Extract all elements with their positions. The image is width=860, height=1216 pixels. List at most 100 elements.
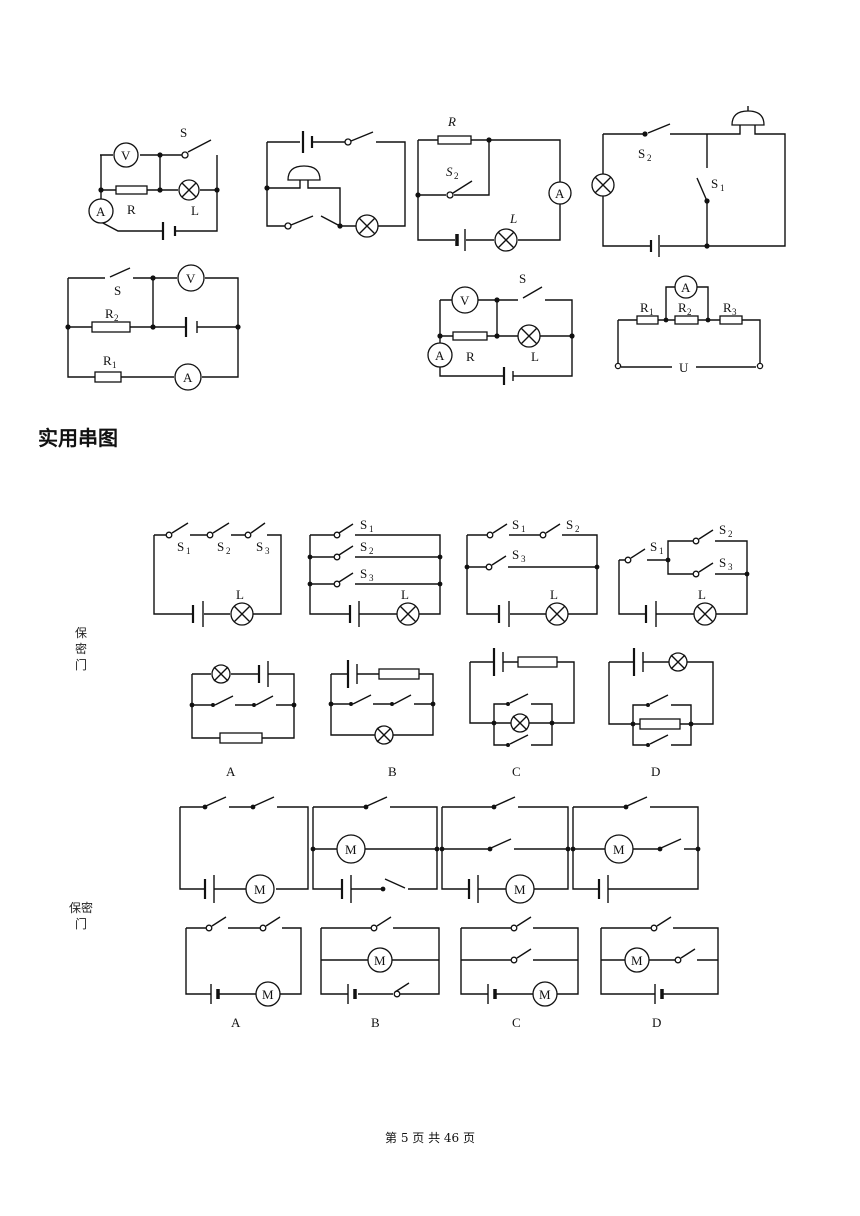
motor-option-b: M <box>320 916 440 1004</box>
motor-option-d: M <box>600 916 719 1004</box>
svg-text:S: S <box>512 517 519 532</box>
option-a-label: A <box>226 764 236 779</box>
svg-text:S: S <box>512 547 519 562</box>
label-r: R <box>466 349 475 364</box>
svg-text:1: 1 <box>186 546 191 556</box>
circuit-bell-lamp <box>264 131 406 238</box>
svg-text:1: 1 <box>720 183 725 193</box>
option-a-lamp-switches <box>189 661 297 744</box>
label-u: U <box>679 360 689 375</box>
svg-text:2: 2 <box>687 307 692 317</box>
option-d-battery-lamp-resistor <box>608 648 714 747</box>
svg-text:1: 1 <box>112 360 117 370</box>
svg-text:S: S <box>360 566 367 581</box>
svg-text:3: 3 <box>521 554 526 564</box>
label-r2: R <box>105 306 114 321</box>
svg-text:L: L <box>698 587 706 602</box>
svg-text:2: 2 <box>454 171 459 181</box>
label-a: A <box>96 204 106 219</box>
svg-text:S: S <box>719 555 726 570</box>
side-label-1: 保 密 门 <box>74 626 87 672</box>
motor-option-c-label: C <box>512 1015 521 1030</box>
svg-text:1: 1 <box>649 307 654 317</box>
svg-text:M: M <box>539 987 551 1002</box>
motor-circuit-2: M <box>310 796 440 903</box>
label-a: A <box>681 280 691 295</box>
side-label-2: 保密 门 <box>68 901 93 931</box>
option-b-resistor-switches <box>328 660 436 745</box>
svg-text:2: 2 <box>575 524 580 534</box>
motor-option-c: M <box>460 916 579 1007</box>
svg-text:L: L <box>550 587 558 602</box>
svg-text:M: M <box>374 953 386 968</box>
label-a: A <box>435 348 445 363</box>
label-s2: S <box>446 164 453 179</box>
svg-text:M: M <box>254 882 266 897</box>
label-r3: R <box>723 300 732 315</box>
option-c-battery-resistor-lamp <box>469 648 575 747</box>
motor-circuit-1: M <box>179 796 309 904</box>
motor-circuit-3: M <box>439 796 571 904</box>
label-a: A <box>183 370 193 385</box>
label-r2: R <box>678 300 687 315</box>
circuit-r1-r2-r3-u: A R 1 R 2 R 3 U <box>614 275 764 375</box>
svg-text:3: 3 <box>369 573 374 583</box>
page-footer: 第 5 页 共 46 页 <box>385 1131 475 1145</box>
svg-text:S: S <box>650 539 657 554</box>
svg-text:3: 3 <box>265 546 270 556</box>
svg-text:M: M <box>514 882 526 897</box>
circuit-voltmeter-ammeter-lamp: V A S R L <box>88 125 220 240</box>
svg-text:M: M <box>262 987 274 1002</box>
svg-text:S: S <box>566 517 573 532</box>
label-s2: S <box>638 146 645 161</box>
svg-text:S: S <box>256 539 263 554</box>
svg-text:3: 3 <box>728 562 733 572</box>
label-r: R <box>447 114 456 129</box>
svg-text:2: 2 <box>369 546 374 556</box>
label-l: L <box>509 211 517 226</box>
svg-text:3: 3 <box>732 307 737 317</box>
circuit-s-v-r2-r1-a: S V R 2 R 1 A <box>65 264 241 391</box>
label-l: L <box>191 203 199 218</box>
label-s: S <box>519 271 526 286</box>
label-s: S <box>180 125 187 140</box>
label-r1: R <box>640 300 649 315</box>
svg-text:2: 2 <box>114 313 119 323</box>
motor-circuit-4: M <box>570 796 701 903</box>
svg-text:S: S <box>217 539 224 554</box>
svg-text:S: S <box>719 522 726 537</box>
svg-text:M: M <box>613 842 625 857</box>
option-d-label: D <box>651 764 660 779</box>
svg-text:2: 2 <box>226 546 231 556</box>
option-c-label: C <box>512 764 521 779</box>
label-r1: R <box>103 353 112 368</box>
label-v: V <box>186 271 196 286</box>
option-b-label: B <box>388 764 397 779</box>
svg-text:2: 2 <box>728 529 733 539</box>
label-a: A <box>555 186 565 201</box>
circuit-v-s-r-l-a: V S R L A <box>427 271 575 385</box>
svg-text:L: L <box>236 587 244 602</box>
svg-text:2: 2 <box>647 153 652 163</box>
circuit-lamp-s2-bell-s1: S 2 S 1 <box>591 106 786 257</box>
label-v: V <box>121 148 131 163</box>
motor-option-b-label: B <box>371 1015 380 1030</box>
label-v: V <box>460 293 470 308</box>
motor-option-d-label: D <box>652 1015 661 1030</box>
svg-text:S: S <box>360 539 367 554</box>
section-title: 实用串图 <box>38 426 118 450</box>
circuit-resistor-s2-ammeter: R S 2 A L <box>415 114 572 252</box>
label-r: R <box>127 202 136 217</box>
svg-text:1: 1 <box>659 546 664 556</box>
label-l: L <box>531 349 539 364</box>
svg-text:1: 1 <box>521 524 526 534</box>
svg-text:1: 1 <box>369 524 374 534</box>
motor-option-a-label: A <box>231 1015 241 1030</box>
label-s: S <box>114 283 121 298</box>
